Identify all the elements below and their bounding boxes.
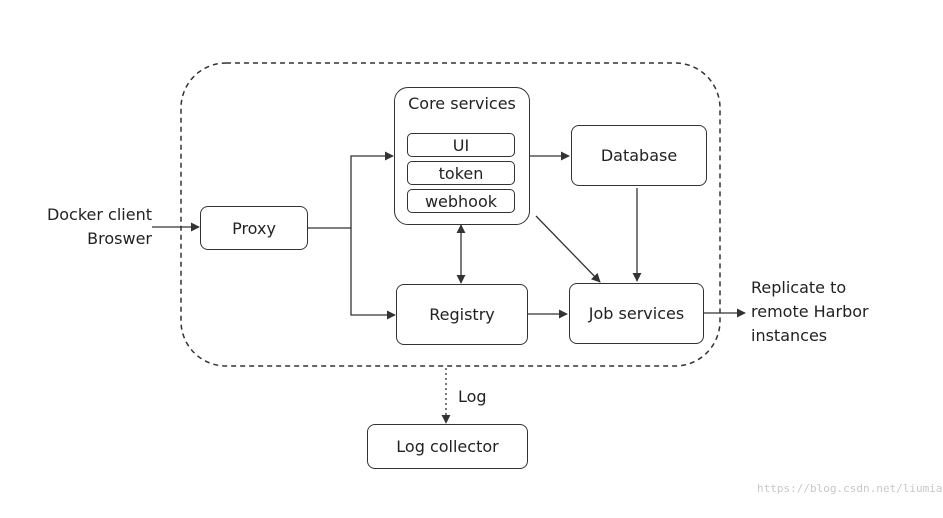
core-services-title: Core services xyxy=(408,94,516,113)
database-label: Database xyxy=(600,146,678,165)
docker-client-label: Docker client Broswer xyxy=(40,203,152,251)
token-component: token xyxy=(407,161,515,185)
edge-proxy-to-core xyxy=(308,151,394,229)
edge-core-to-job xyxy=(535,215,601,283)
edge-proxy-to-registry xyxy=(350,228,396,320)
proxy-label: Proxy xyxy=(232,218,276,238)
registry-label: Registry xyxy=(429,305,495,324)
harbor-boundary xyxy=(180,62,721,367)
replicate-label: Replicate to remote Harbor instances xyxy=(751,276,869,348)
log-collector-label: Log collector xyxy=(396,437,499,456)
core-services-node: Core services UI token webhook xyxy=(394,87,530,225)
database-node: Database xyxy=(571,125,707,186)
log-collector-node: Log collector xyxy=(367,424,528,469)
replicate-line-2: remote Harbor xyxy=(751,302,869,321)
proxy-node: Proxy xyxy=(200,206,308,250)
log-edge-label: Log xyxy=(458,387,487,406)
registry-node: Registry xyxy=(396,284,528,345)
browser-line: Broswer xyxy=(87,229,152,248)
token-label: token xyxy=(438,163,484,183)
watermark-text: https://blog.csdn.net/liumia xyxy=(757,482,943,495)
job-services-node: Job services xyxy=(569,283,704,344)
replicate-line-3: instances xyxy=(751,326,828,345)
ui-component: UI xyxy=(407,133,515,157)
replicate-line-1: Replicate to xyxy=(751,278,847,297)
ui-label: UI xyxy=(452,135,470,155)
webhook-component: webhook xyxy=(407,189,515,213)
job-services-label: Job services xyxy=(588,304,685,323)
webhook-label: webhook xyxy=(424,191,498,211)
docker-client-line: Docker client xyxy=(46,205,152,224)
